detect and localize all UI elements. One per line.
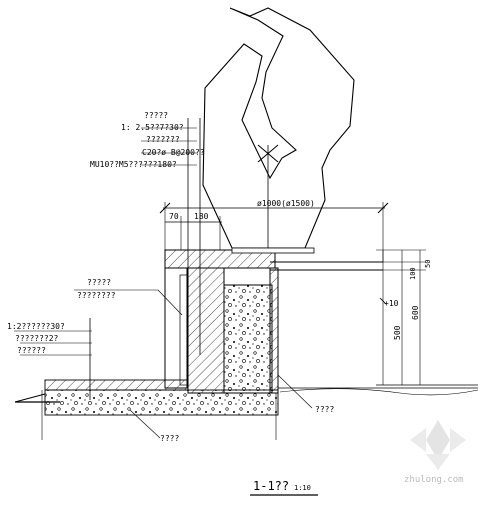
annotation-bottom-right: ???? [315, 405, 334, 414]
dim-100: 100 [409, 267, 417, 280]
dim-500: 500 [393, 325, 402, 340]
annotation-left-2: ?????? [17, 346, 46, 355]
dim-diameter: ø1000(ø1500) [257, 199, 315, 208]
dimension-top [159, 202, 389, 262]
dim-50: 50 [424, 260, 432, 268]
dimension-right [376, 249, 478, 386]
paving-layer [44, 379, 189, 391]
drawing-scale: 1:10 [294, 484, 311, 492]
annotation-bottom-left: ???? [160, 434, 179, 443]
watermark-text: zhulong.com [404, 475, 464, 485]
dim-180: 180 [194, 212, 209, 221]
annotation-left-1: ???????2? [15, 334, 59, 343]
base-layer [44, 389, 279, 416]
dim-elevation: +10 [384, 299, 399, 308]
sculpture-outline [202, 7, 355, 249]
outer-wall [164, 267, 188, 389]
gravel-fill [223, 284, 273, 394]
annotation-top-1: 1: 2.5??7?30? [121, 123, 184, 132]
dim-600: 600 [411, 305, 420, 320]
annotation-top-2: ??????? [146, 135, 180, 144]
annotation-mid-1: ???????? [77, 291, 116, 300]
inner-wall [187, 267, 225, 394]
annotation-top-4: MU10??M5??????180? [90, 160, 177, 169]
annotation-mid-0: ????? [87, 278, 111, 287]
annotation-top-3: C20?ø B@200?? [142, 148, 205, 157]
cap-slab-extension [231, 247, 315, 254]
watermark-logo [410, 420, 466, 470]
annotation-left-0: 1:2??????30? [7, 322, 65, 331]
right-wall [269, 267, 279, 394]
drawing-title: 1-1?? [253, 479, 289, 493]
spotlight-icon [257, 144, 279, 248]
annotation-top-0: ????? [144, 111, 168, 120]
dim-70: 70 [169, 212, 179, 221]
